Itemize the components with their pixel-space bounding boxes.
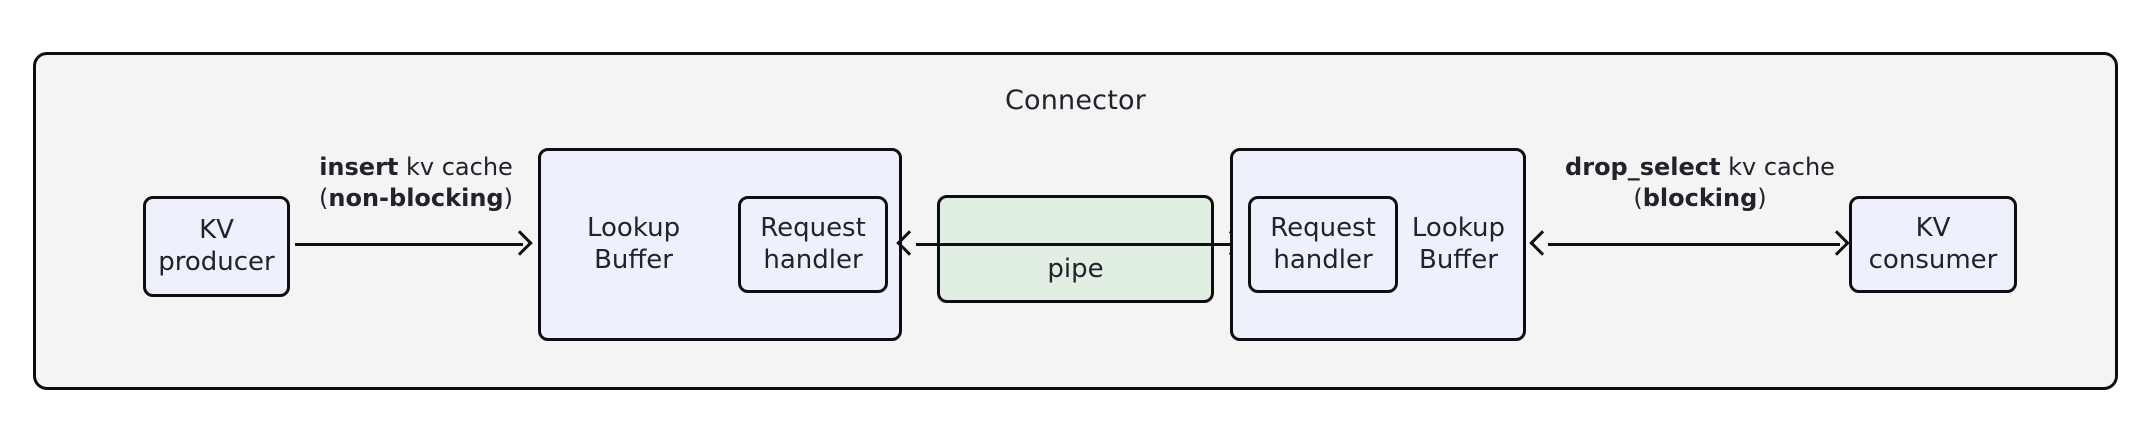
arrow-drop-select-line <box>1548 243 1840 246</box>
edge-insert-paren-open: ( <box>319 183 329 212</box>
edge-label-insert: insert kv cache (non-blocking) <box>290 152 542 213</box>
connector-title: Connector <box>1004 85 1147 116</box>
node-request-handler-left[interactable]: Request handler <box>738 196 888 293</box>
node-lookup-buffer-right-label: Lookup Buffer <box>1411 212 1505 275</box>
node-kv-consumer[interactable]: KV consumer <box>1849 196 2017 293</box>
edge-insert-rest: kv cache <box>398 153 513 181</box>
node-request-handler-right-label: Request handler <box>1270 212 1376 275</box>
arrow-pipe-line <box>916 243 1234 246</box>
edge-drop-select-paren-close: ) <box>1757 183 1767 212</box>
edge-insert-paren-close: ) <box>503 183 513 212</box>
edge-label-drop-select: drop_select kv cache (blocking) <box>1540 152 1860 213</box>
node-kv-producer[interactable]: KV producer <box>143 196 290 297</box>
edge-drop-select-mode: blocking <box>1642 183 1758 212</box>
edge-insert-mode: non-blocking <box>328 183 504 212</box>
edge-drop-select-paren-open: ( <box>1633 183 1643 212</box>
node-lookup-buffer-left-label: Lookup Buffer <box>587 212 681 275</box>
node-request-handler-left-label: Request handler <box>760 212 866 275</box>
edge-drop-select-bold: drop_select <box>1565 153 1721 181</box>
node-kv-producer-label: KV producer <box>158 214 275 277</box>
node-kv-consumer-label: KV consumer <box>1868 212 1998 275</box>
edge-insert-bold: insert <box>319 153 399 181</box>
node-pipe-label: pipe <box>1047 254 1104 285</box>
edge-drop-select-rest: kv cache <box>1720 153 1835 181</box>
arrow-insert-line <box>295 243 523 246</box>
node-pipe[interactable]: pipe <box>937 195 1214 303</box>
node-request-handler-right[interactable]: Request handler <box>1248 196 1398 293</box>
